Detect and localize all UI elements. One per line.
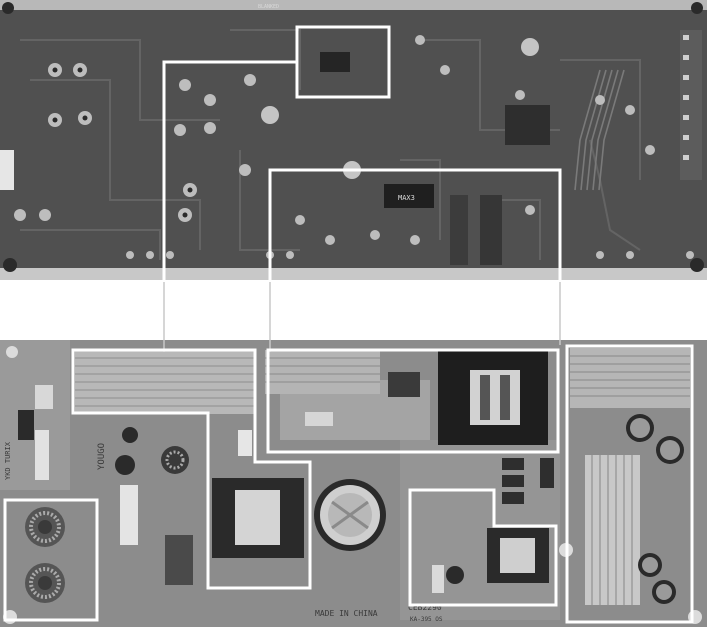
highlight-region-top-center [268, 168, 562, 282]
highlight-region-bottom-toroids [3, 498, 99, 622]
heatsink-right [570, 348, 690, 408]
highlight-region-bottom-center [266, 348, 560, 454]
highlight-outlines-bottom [3, 344, 694, 624]
bottom-circuit-board: MADE IN CHINA CEB2290 KA-395 OS YOUGO YK… [0, 340, 707, 627]
main-capacitor [314, 479, 386, 551]
silkscreen-vertical: YKD TURIX [4, 441, 12, 480]
top-silkscreen: BLANKED [258, 4, 279, 10]
highlight-region-bottom-small-transformer [408, 488, 558, 607]
highlight-region-bottom-right [565, 344, 694, 624]
silkscreen-made-in: MADE IN CHINA [315, 609, 378, 618]
highlight-region-bottom-left [71, 348, 312, 590]
silkscreen-side: YOUGO [97, 443, 107, 470]
highlight-region-top-left [162, 60, 297, 282]
top-ic-label: MAX3 [398, 194, 415, 202]
heatsink-middle [265, 350, 380, 394]
top-ic-chip [384, 184, 434, 208]
toroid-coil-top [25, 507, 65, 547]
highlight-outlines-top [162, 25, 562, 282]
toroid-coil-bottom [25, 563, 65, 603]
top-circuit-board: BLANKED MAX3 [0, 0, 707, 280]
connector-lines [163, 280, 561, 352]
silkscreen-line: KA-395 OS [410, 616, 443, 623]
finned-heatsink [585, 455, 640, 605]
silkscreen-model: CEB2290 [408, 603, 442, 612]
